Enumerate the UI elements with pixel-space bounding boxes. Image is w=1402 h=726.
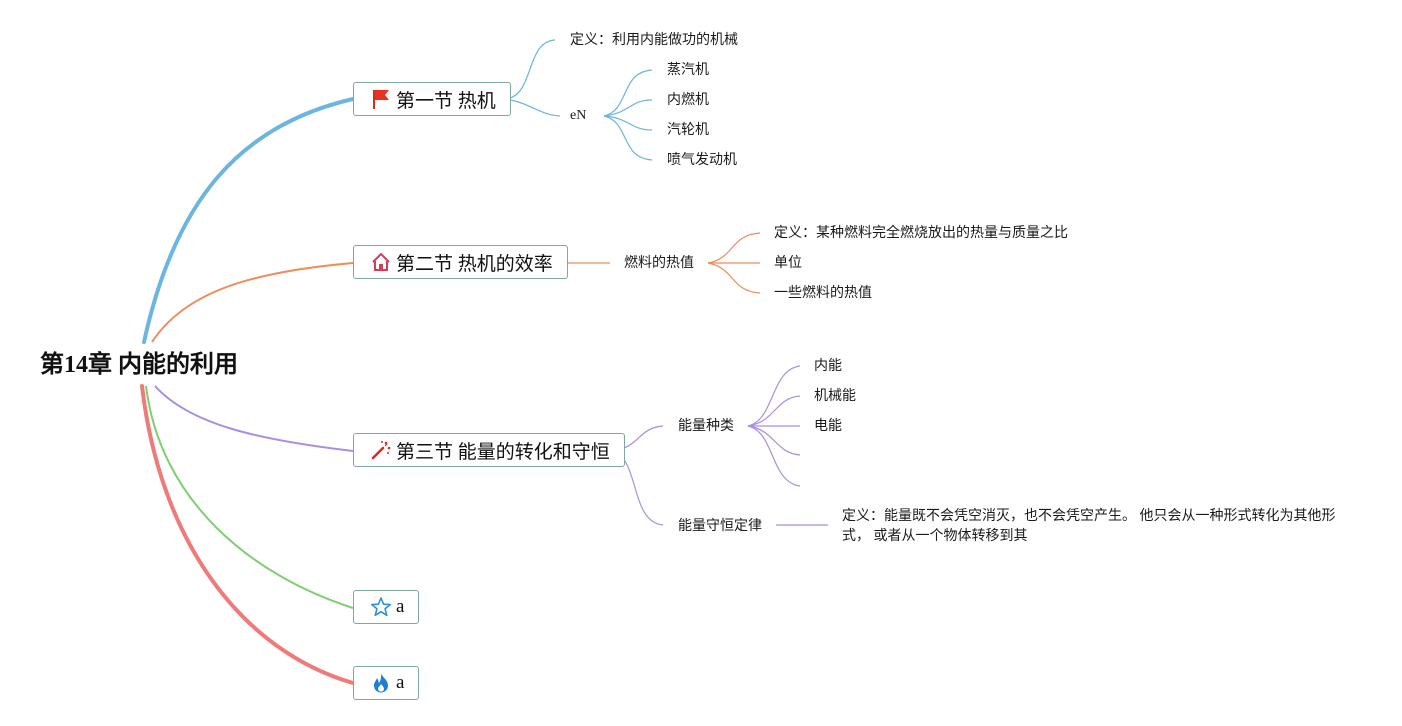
s2-fuel-item[interactable]: 定义：某种燃料完全燃烧放出的热量与质量之比	[774, 226, 1068, 241]
s1-line-en-2	[603, 99, 653, 117]
section-label: a	[396, 672, 405, 693]
s3-line-type-5	[747, 425, 801, 487]
s1-line-en-1	[603, 69, 653, 117]
s1-en-item[interactable]: 蒸汽机	[667, 63, 709, 78]
topic-section-2[interactable]: 第二节 热机的效率	[353, 245, 568, 279]
fire-icon	[370, 672, 392, 694]
s3-line-type-1	[747, 365, 801, 427]
s2-fuel-item[interactable]: 一些燃料的热值	[774, 286, 872, 301]
branch-line-s2	[151, 262, 354, 343]
s1-line-en	[505, 98, 561, 117]
s3-line-type-2	[747, 395, 801, 427]
section-label: 第三节 能量的转化和守恒	[396, 441, 610, 463]
branch-line-s4	[145, 385, 354, 609]
s2-fuel-heat-value[interactable]: 燃料的热值	[624, 256, 694, 271]
topic-section-4[interactable]: a	[353, 590, 420, 624]
magic-wand-icon	[370, 439, 392, 461]
house-icon	[370, 251, 392, 273]
s2-fuel-item[interactable]: 单位	[774, 256, 802, 271]
section-label: a	[396, 596, 405, 617]
s1-line-definition	[505, 39, 556, 100]
s3-energy-type-item[interactable]: 电能	[814, 419, 842, 434]
s3-conservation-definition[interactable]: 定义：能量既不会凭空消灭，也不会凭空产生。 他只会从一种形式转化为其他形式， 或…	[842, 509, 1336, 544]
topic-section-1[interactable]: 第一节 热机	[353, 82, 511, 116]
s3-conservation-law[interactable]: 能量守恒定律	[678, 519, 762, 534]
s1-line-en-4	[603, 115, 653, 161]
s1-line-en-3	[603, 115, 653, 131]
section-label: 第一节 热机	[396, 90, 496, 112]
s1-en-item[interactable]: 内燃机	[667, 93, 709, 108]
topic-section-5[interactable]: a	[353, 666, 420, 700]
s1-en-item[interactable]: 喷气发动机	[667, 153, 737, 168]
star-icon	[370, 596, 392, 618]
section-label: 第二节 热机的效率	[396, 253, 553, 275]
branch-line-s3	[154, 385, 354, 452]
s1-definition[interactable]: 定义：利用内能做功的机械	[570, 33, 738, 48]
s3-energy-type-item[interactable]: 内能	[814, 359, 842, 374]
s3-line-type-4	[747, 425, 801, 456]
s1-en[interactable]: eN	[570, 108, 587, 123]
s3-energy-types[interactable]: 能量种类	[678, 419, 734, 434]
root-topic[interactable]: 第14章 内能的利用	[40, 352, 238, 378]
branch-line-s1	[142, 97, 355, 344]
s2-line-fuel-1	[707, 232, 761, 264]
branch-line-s5	[140, 384, 355, 685]
s1-en-item[interactable]: 汽轮机	[667, 123, 709, 138]
red-flag-icon	[370, 88, 392, 110]
s2-line-fuel-3	[707, 262, 761, 294]
s3-energy-type-item[interactable]: 机械能	[814, 389, 856, 404]
topic-section-3[interactable]: 第三节 能量的转化和守恒	[353, 433, 625, 467]
